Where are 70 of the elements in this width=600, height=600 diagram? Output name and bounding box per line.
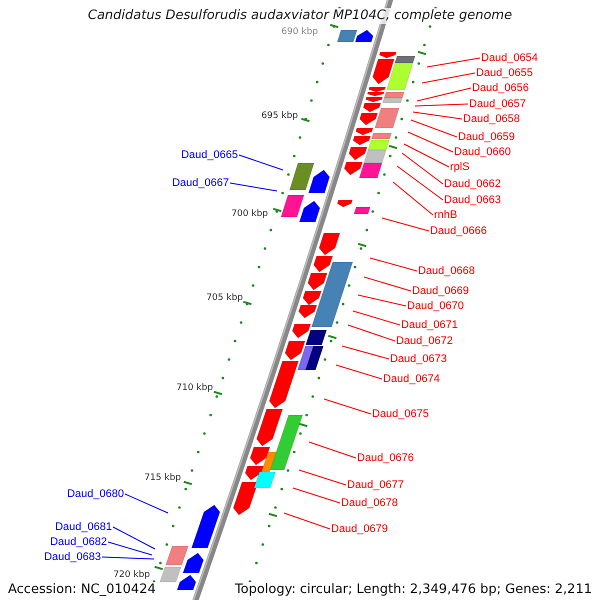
gene-label: rplS bbox=[450, 160, 470, 174]
leader-line bbox=[124, 494, 168, 514]
scale-label: 720 kbp bbox=[113, 569, 150, 581]
leader-line bbox=[414, 104, 468, 106]
gene-label: Daud_0663 bbox=[444, 193, 501, 207]
leader-line bbox=[108, 542, 152, 556]
leader-line bbox=[392, 182, 434, 216]
leader-line bbox=[102, 556, 154, 560]
gene-label: Daud_0655 bbox=[476, 66, 533, 80]
leader-line bbox=[358, 294, 406, 306]
leader-line bbox=[412, 112, 462, 120]
leader-line bbox=[408, 132, 454, 152]
scale-label: 690 kbp bbox=[281, 26, 318, 38]
leader-line bbox=[112, 526, 156, 550]
leader-line bbox=[324, 398, 372, 414]
scale-label: 710 kbp bbox=[176, 382, 213, 394]
gene-label: Daud_0681 bbox=[55, 520, 112, 534]
leader-line bbox=[382, 218, 430, 232]
scale-label: 705 kbp bbox=[206, 292, 243, 304]
leader-line bbox=[370, 258, 418, 272]
gene-label: rnhB bbox=[434, 208, 458, 222]
gene-label: Daud_0667 bbox=[172, 176, 229, 190]
gene-label: Daud_0683 bbox=[44, 550, 101, 564]
leader-line bbox=[342, 346, 390, 360]
leader-line bbox=[292, 488, 340, 504]
gene-label: Daud_0673 bbox=[390, 352, 447, 366]
gene-label: Daud_0676 bbox=[357, 451, 414, 465]
leader-line bbox=[238, 154, 284, 170]
leader-line bbox=[308, 442, 356, 458]
gene-label: Daud_0675 bbox=[372, 407, 429, 421]
gene-label: Daud_0669 bbox=[412, 284, 469, 298]
gene-label: Daud_0677 bbox=[347, 478, 404, 492]
leader-line bbox=[352, 310, 400, 326]
gene-label: Daud_0671 bbox=[401, 318, 458, 332]
gene-label: Daud_0657 bbox=[469, 97, 526, 111]
gene-label: Daud_0658 bbox=[463, 112, 520, 126]
gene-label: Daud_0668 bbox=[418, 264, 475, 278]
leader-line bbox=[284, 512, 330, 530]
gene-label: Daud_0659 bbox=[458, 130, 515, 144]
scale-label: 715 kbp bbox=[144, 472, 181, 484]
gene-label: Daud_0662 bbox=[444, 177, 501, 191]
gene-label: Daud_0654 bbox=[481, 51, 538, 65]
leader-line bbox=[410, 120, 458, 138]
gene-label: Daud_0679 bbox=[331, 522, 388, 536]
leader-line bbox=[298, 470, 346, 486]
gene-label: Daud_0678 bbox=[341, 496, 398, 510]
leader-line bbox=[404, 144, 450, 168]
title: Candidatus Desulforudis audaxviator MP104C, complete genome bbox=[88, 8, 512, 23]
gene-label: Daud_0660 bbox=[454, 145, 511, 159]
leader-line bbox=[348, 324, 396, 342]
gene-label: Daud_0670 bbox=[407, 299, 464, 313]
accession-text: Accession: NC_010424 bbox=[8, 582, 156, 598]
gene-label: Daud_0672 bbox=[396, 334, 453, 348]
leader-line bbox=[402, 152, 444, 184]
gene-label: Daud_0656 bbox=[472, 81, 529, 95]
scale-label: 695 kbp bbox=[261, 110, 298, 122]
leader-line bbox=[336, 364, 382, 380]
leader-line bbox=[396, 166, 444, 200]
gene-label: Daud_0680 bbox=[67, 487, 124, 501]
leader-line bbox=[426, 58, 480, 68]
genome-info-text: Topology: circular; Length: 2,349,476 bp; Genes: 2,211 bbox=[234, 582, 592, 598]
scale-label: 700 kbp bbox=[231, 208, 268, 220]
gene-label: Daud_0674 bbox=[383, 372, 440, 386]
leader-line bbox=[364, 276, 412, 292]
leader-line bbox=[422, 72, 476, 84]
gene-label: Daud_0666 bbox=[430, 224, 487, 238]
gene-label: Daud_0665 bbox=[181, 148, 238, 162]
gene-label: Daud_0682 bbox=[50, 535, 107, 549]
leader-line bbox=[230, 182, 278, 192]
leader-line bbox=[416, 88, 472, 102]
